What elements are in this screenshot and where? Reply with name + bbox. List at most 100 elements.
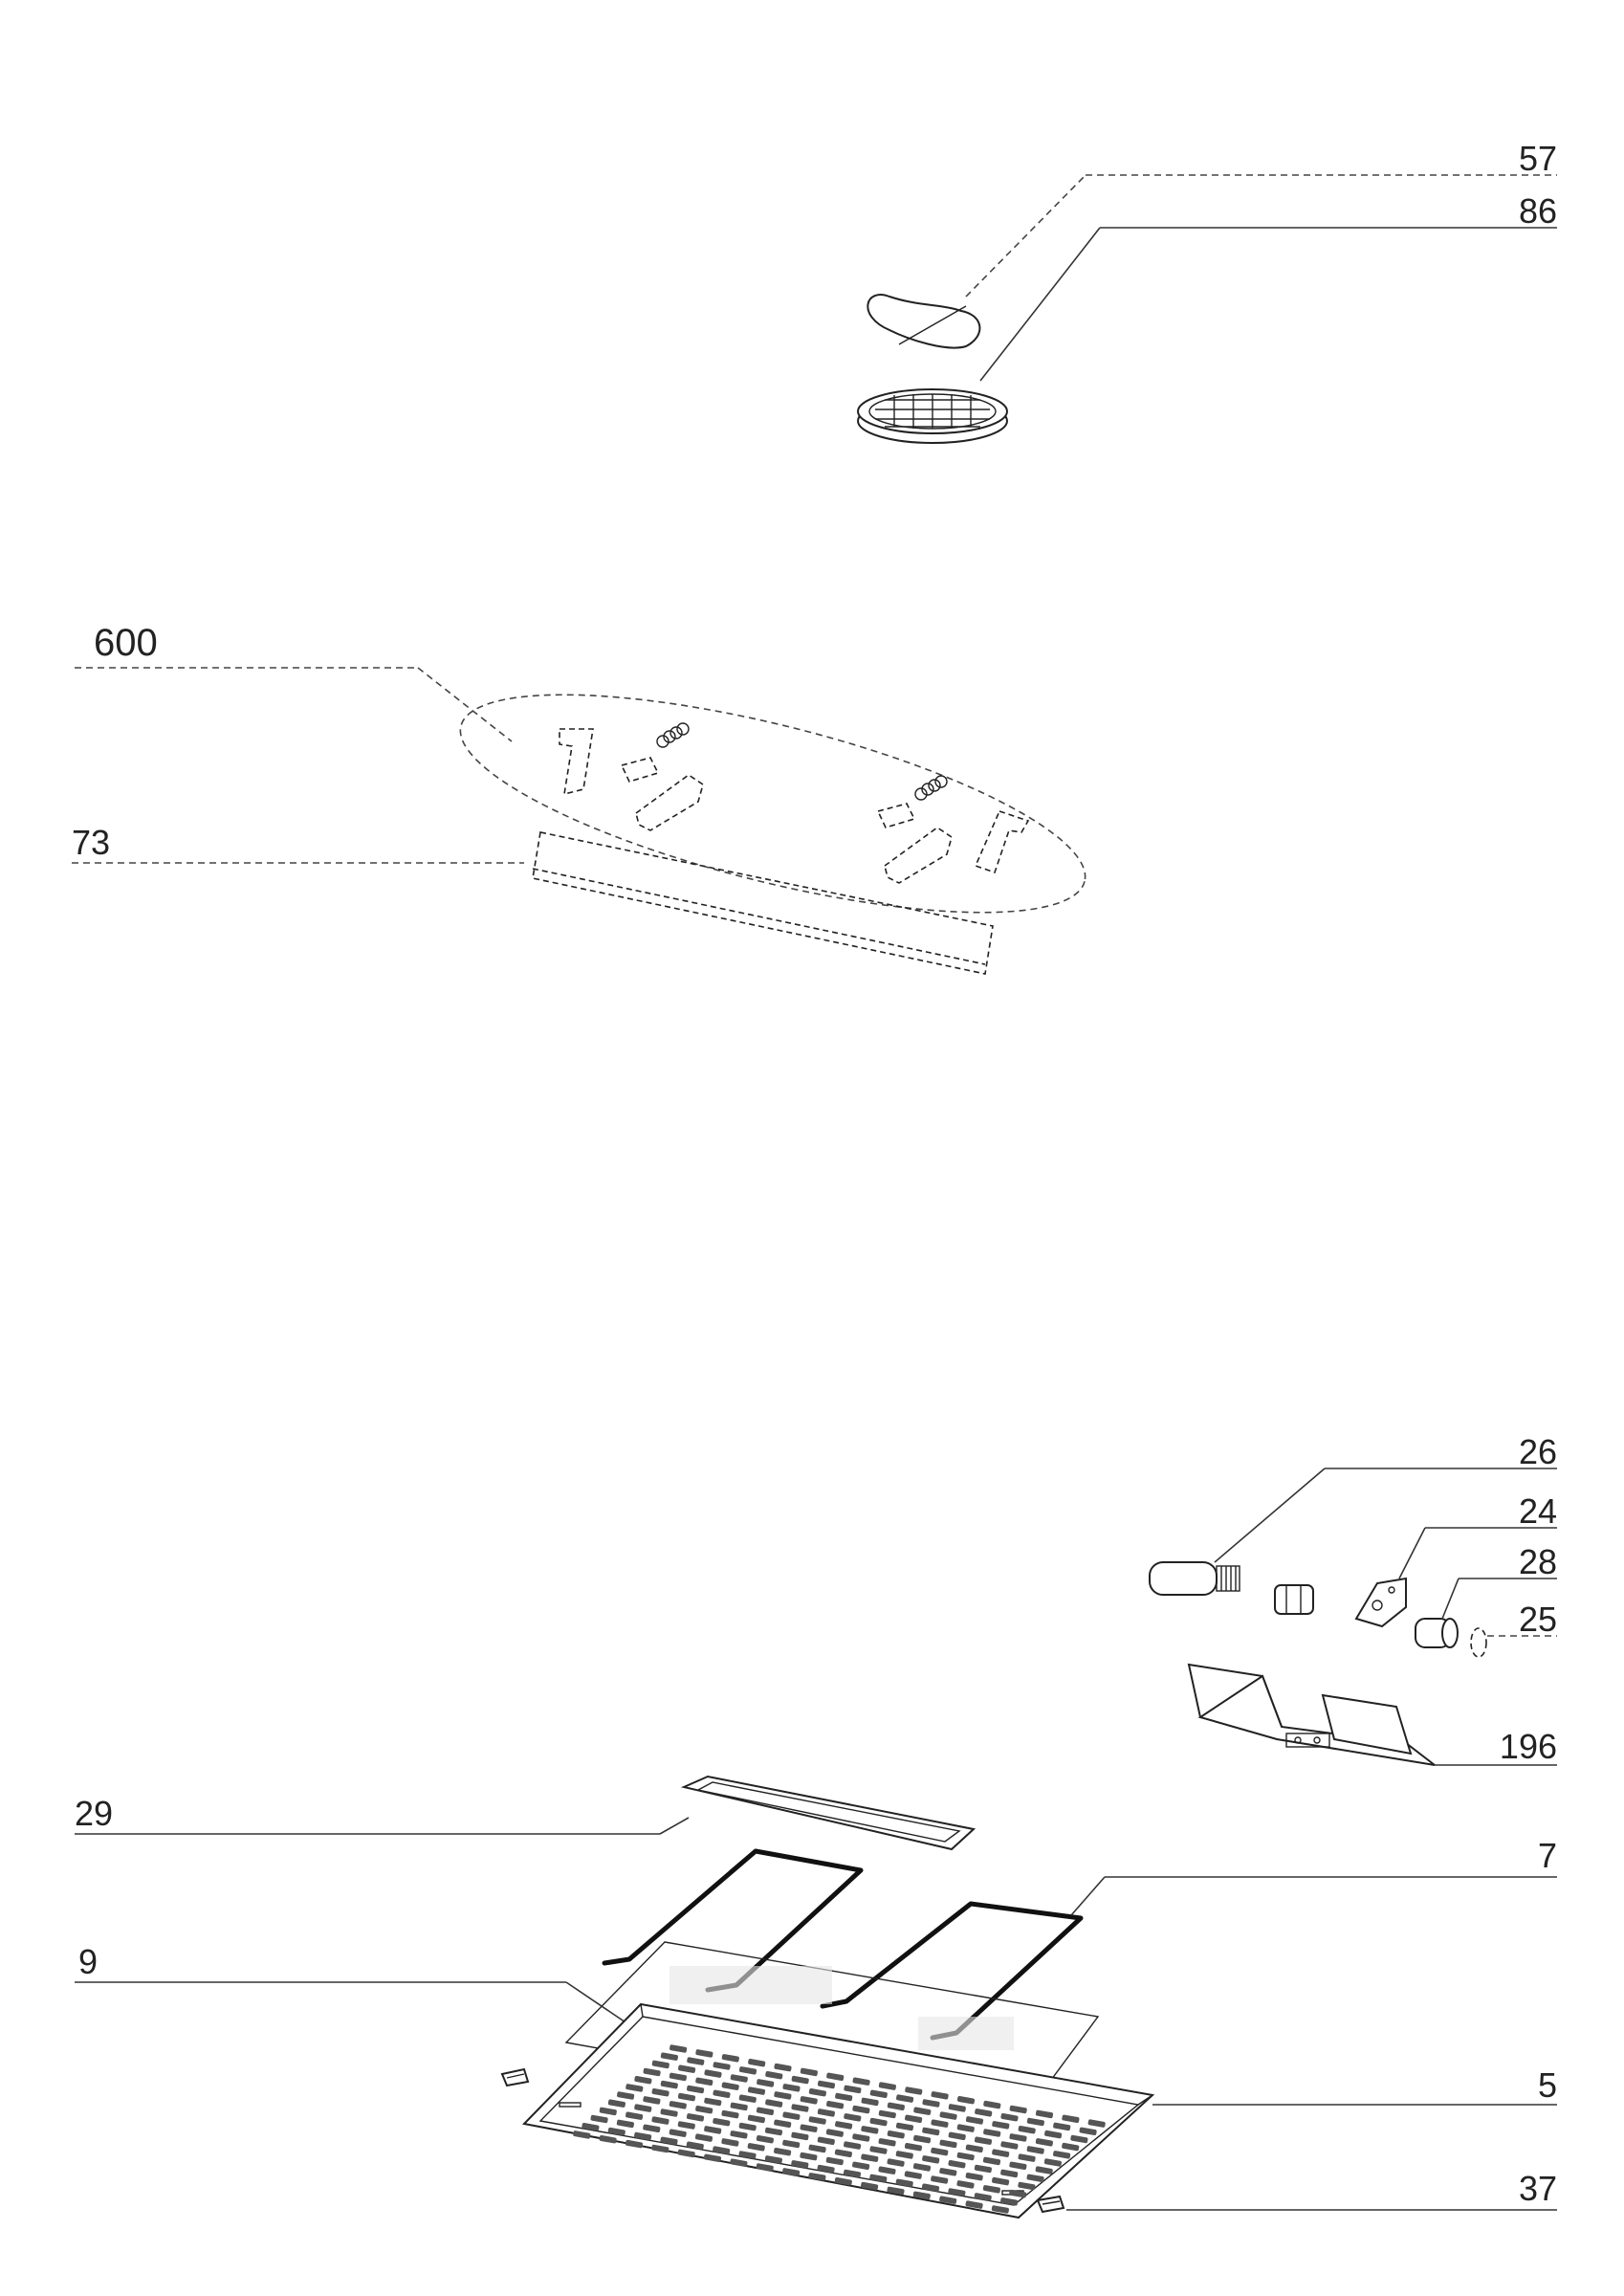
label-9: 9: [78, 1942, 98, 1981]
tray-slot: [992, 2176, 1010, 2186]
tray-slot: [905, 2114, 923, 2124]
label-86: 86: [1519, 191, 1557, 231]
label-26: 26: [1519, 1432, 1557, 1471]
tray-slot: [738, 2122, 757, 2131]
tray-slot: [965, 2172, 983, 2181]
tray-slot: [1035, 2166, 1053, 2175]
tray-slot: [1000, 2197, 1019, 2206]
tray-slot: [808, 2144, 826, 2153]
tray-slot: [852, 2133, 870, 2142]
tray-slot: [713, 2146, 731, 2154]
tray-slot: [634, 2104, 652, 2112]
tray-slot: [939, 2111, 957, 2120]
leader-29-diag: [659, 1817, 690, 1835]
tray-slot: [800, 2152, 818, 2161]
tray-slot: [983, 2100, 1001, 2109]
leader-26: [1214, 1468, 1326, 1563]
tray-slot: [1000, 2169, 1019, 2178]
tray-slot: [730, 2130, 748, 2139]
tray-slot: [974, 2164, 992, 2174]
tray-slot: [625, 2139, 644, 2149]
tray-slot: [687, 2057, 705, 2065]
tray-slot: [922, 2099, 940, 2108]
tray-slot: [1026, 2174, 1044, 2183]
label-28: 28: [1519, 1542, 1557, 1581]
kit-600-small-parts: [559, 722, 1030, 884]
tray-slot: [912, 2191, 931, 2200]
leader-600-diag: [417, 667, 513, 742]
tray-slot: [765, 2099, 783, 2108]
tray-slot: [590, 2114, 608, 2124]
part-73-strip: [532, 831, 994, 975]
tray-slot: [721, 2054, 739, 2063]
part-nut: [1274, 1584, 1314, 1615]
tray-slot: [791, 2104, 809, 2112]
part-26-bolt: [1149, 1561, 1240, 1596]
tray-slot: [738, 2151, 757, 2159]
tray-slot: [844, 2113, 862, 2122]
tray-slot: [869, 2117, 888, 2127]
tray-slot: [643, 2096, 661, 2105]
tray-slot: [956, 2124, 975, 2132]
leader-7-diag: [1070, 1876, 1106, 1916]
tray-slot: [826, 2072, 845, 2082]
tray-slot: [791, 2075, 809, 2085]
tray-slot: [834, 2149, 852, 2158]
tray-slot: [1009, 2189, 1027, 2198]
leader-9-diag: [565, 1981, 632, 2027]
tray-slot: [887, 2158, 905, 2167]
tray-slot: [782, 2168, 801, 2176]
tray-slot: [931, 2175, 949, 2184]
tray-slot: [913, 2107, 932, 2115]
leader-28: [1441, 1578, 1459, 1620]
tray-slot: [747, 2114, 765, 2124]
tray-slot: [895, 2122, 914, 2131]
tray-slot: [1009, 2161, 1027, 2171]
tray-slot: [965, 2144, 983, 2153]
leader-24: [1398, 1527, 1426, 1579]
tray-slot: [677, 2121, 695, 2130]
label-7: 7: [1538, 1836, 1557, 1875]
tray-slot: [782, 2084, 801, 2092]
kit-600-outline: [459, 694, 1086, 914]
tray-slot: [774, 2063, 792, 2072]
tray-slot: [948, 2188, 966, 2197]
tray-slot: [782, 2139, 801, 2149]
tray-slot: [1000, 2141, 1019, 2150]
tray-slot: [687, 2085, 705, 2094]
label-29: 29: [75, 1794, 113, 1833]
tray-slot: [948, 2159, 966, 2169]
tray-slot: [808, 2173, 826, 2181]
tray-slot: [686, 2113, 705, 2122]
tray-slot: [852, 2077, 870, 2086]
tray-slot: [573, 2130, 591, 2139]
tray-slot: [904, 2171, 922, 2179]
tray-slot: [843, 2169, 862, 2178]
tray-slot: [695, 2049, 713, 2058]
leader-57: [965, 174, 1086, 298]
tray-slot: [669, 2044, 688, 2053]
tray-slot: [1018, 2153, 1036, 2162]
tray-slot: [895, 2178, 913, 2188]
tray-slot: [651, 2116, 669, 2125]
tray-slot: [852, 2161, 870, 2171]
part-37-clip-left: [500, 2067, 530, 2087]
tray-slot: [861, 2097, 879, 2107]
tray-slot: [660, 2052, 678, 2061]
tray-slot: [861, 2153, 879, 2162]
tray-slot: [686, 2141, 704, 2150]
tray-slot: [625, 2111, 644, 2120]
part-5-grease-tray: [521, 2002, 1155, 2219]
tray-slot: [921, 2183, 940, 2192]
tray-slot: [651, 2087, 669, 2097]
tray-slot: [878, 2166, 896, 2175]
tray-slot: [948, 2104, 966, 2112]
tray-slot: [660, 2136, 678, 2146]
tray-slot: [764, 2127, 783, 2136]
tray-slot: [992, 2149, 1010, 2157]
tray-slot: [765, 2070, 783, 2080]
tray-slot: [738, 2094, 757, 2103]
tray-slot: [669, 2101, 687, 2109]
tray-slot: [643, 2067, 661, 2077]
tray-slot: [800, 2067, 818, 2077]
